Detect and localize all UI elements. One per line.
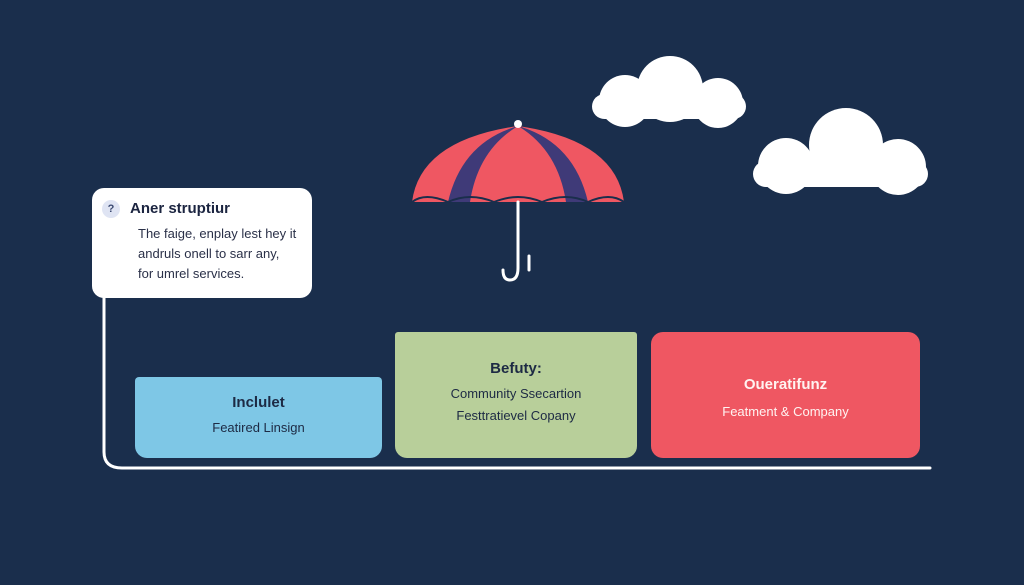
callout-line: The faige, enplay lest hey it bbox=[138, 226, 297, 241]
card-title: Befuty: bbox=[490, 360, 542, 377]
connector-line bbox=[102, 296, 932, 470]
callout-line: andruls onell to sarr any, bbox=[138, 246, 280, 261]
question-badge-icon: ? bbox=[102, 200, 120, 218]
cloud-icon bbox=[592, 56, 746, 128]
card-title: Oueratifunz bbox=[743, 376, 828, 393]
card-befuty: Befuty: Community Ssecartion Festtratiev… bbox=[395, 332, 637, 458]
card-title: Inclulet bbox=[232, 394, 285, 411]
card-line: Featment & Company bbox=[722, 404, 849, 419]
callout-body: The faige, enplay lest hey it andruls on… bbox=[138, 224, 308, 284]
callout-line: for umrel services. bbox=[138, 266, 245, 281]
callout-box: ? Aner struptiur The faige, enplay lest … bbox=[92, 188, 312, 298]
umbrella-icon bbox=[411, 120, 625, 282]
card-line: Featired Linsign bbox=[212, 420, 305, 435]
card-line: Festtratievel Copany bbox=[456, 408, 576, 423]
card-line: Community Ssecartion bbox=[450, 386, 582, 401]
cloud-icon bbox=[753, 108, 928, 195]
callout-title: Aner struptiur bbox=[130, 200, 231, 217]
card-oueratifunz: Oueratifunz Featment & Company bbox=[651, 332, 920, 458]
card-inclulet: Inclulet Featired Linsign bbox=[135, 377, 382, 458]
